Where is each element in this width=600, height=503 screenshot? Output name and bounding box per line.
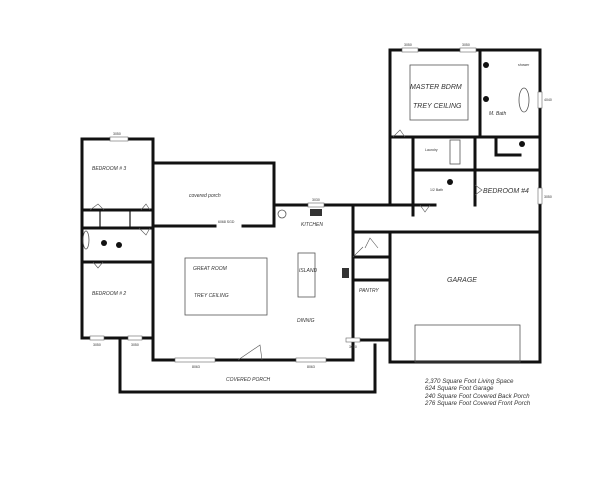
garage-label: GARAGE: [447, 277, 477, 284]
square-footage-notes: 2,370 Square Foot Living Space 624 Squar…: [425, 378, 530, 407]
island-label: ISLAND: [299, 268, 317, 274]
laundry-label: Laundry: [425, 148, 438, 152]
svg-text:3050: 3050: [131, 343, 139, 347]
tub-icon: [82, 230, 90, 250]
range-icon: [310, 209, 322, 216]
washer-dryer-icon: [449, 139, 461, 165]
windows: [89, 47, 543, 363]
back-porch-label: covered porch: [189, 193, 221, 199]
toilet-icon: [519, 141, 525, 147]
half-bath-label: 1/2 Bath: [430, 188, 443, 192]
master-ceiling-label: TREY CEILING: [413, 103, 462, 110]
front-porch-label: COVERED PORCH: [226, 377, 271, 383]
sink-icon: [483, 96, 489, 102]
tub-icon: [518, 87, 530, 113]
svg-text:3050: 3050: [113, 132, 121, 136]
svg-text:3050: 3050: [349, 345, 357, 349]
note-living: 2,370 Square Foot Living Space: [425, 378, 514, 385]
great-room-label: GREAT ROOM: [193, 266, 228, 272]
shower-label: shower: [518, 63, 530, 67]
svg-text:3050: 3050: [93, 343, 101, 347]
toilet-icon: [116, 242, 122, 248]
svg-text:3050: 3050: [404, 43, 412, 47]
cooktop-icon: [342, 268, 349, 278]
toilet-icon: [101, 240, 107, 246]
svg-text:4040: 4040: [544, 98, 552, 102]
sink-icon: [483, 62, 489, 68]
walls: [80, 48, 542, 394]
kitchen-label: KITCHEN: [301, 222, 323, 228]
pantry-label: PANTRY: [359, 288, 379, 294]
svg-text:3030: 3030: [312, 198, 320, 202]
bedroom3-label: BEDROOM # 3: [92, 166, 126, 172]
kitchen-island: [297, 252, 316, 298]
note-back-porch: 240 Square Foot Covered Back Porch: [425, 392, 530, 400]
great-room-ceiling-label: TREY CEILING: [194, 293, 229, 299]
bedroom4-label: BEDROOM #4: [483, 188, 529, 195]
note-front-porch: 276 Square Foot Covered Front Porch: [425, 399, 531, 407]
note-garage: 624 Square Foot Garage: [425, 385, 494, 393]
garage-door: [414, 324, 521, 363]
master-trey-ceiling: [409, 64, 469, 121]
master-bath-label: M. Bath: [489, 111, 506, 117]
toilet-icon: [447, 179, 453, 185]
dining-label: DINNIG: [297, 318, 315, 324]
svg-text:3050: 3050: [462, 43, 470, 47]
doors: [89, 129, 483, 361]
svg-text:6068 SGD: 6068 SGD: [218, 220, 235, 224]
svg-text:8063: 8063: [192, 365, 200, 369]
bedroom2-label: BEDROOM # 2: [92, 291, 126, 297]
great-room-trey-ceiling: [184, 257, 268, 316]
fixtures: [82, 62, 530, 278]
sink-icon: [277, 209, 287, 219]
window-labels: 3050 3050 3050 4040 3050 3030 6068 SGD 3…: [93, 43, 552, 369]
master-bedroom-label: MASTER BDRM: [410, 84, 462, 91]
svg-text:3050: 3050: [544, 195, 552, 199]
svg-text:8063: 8063: [307, 365, 315, 369]
